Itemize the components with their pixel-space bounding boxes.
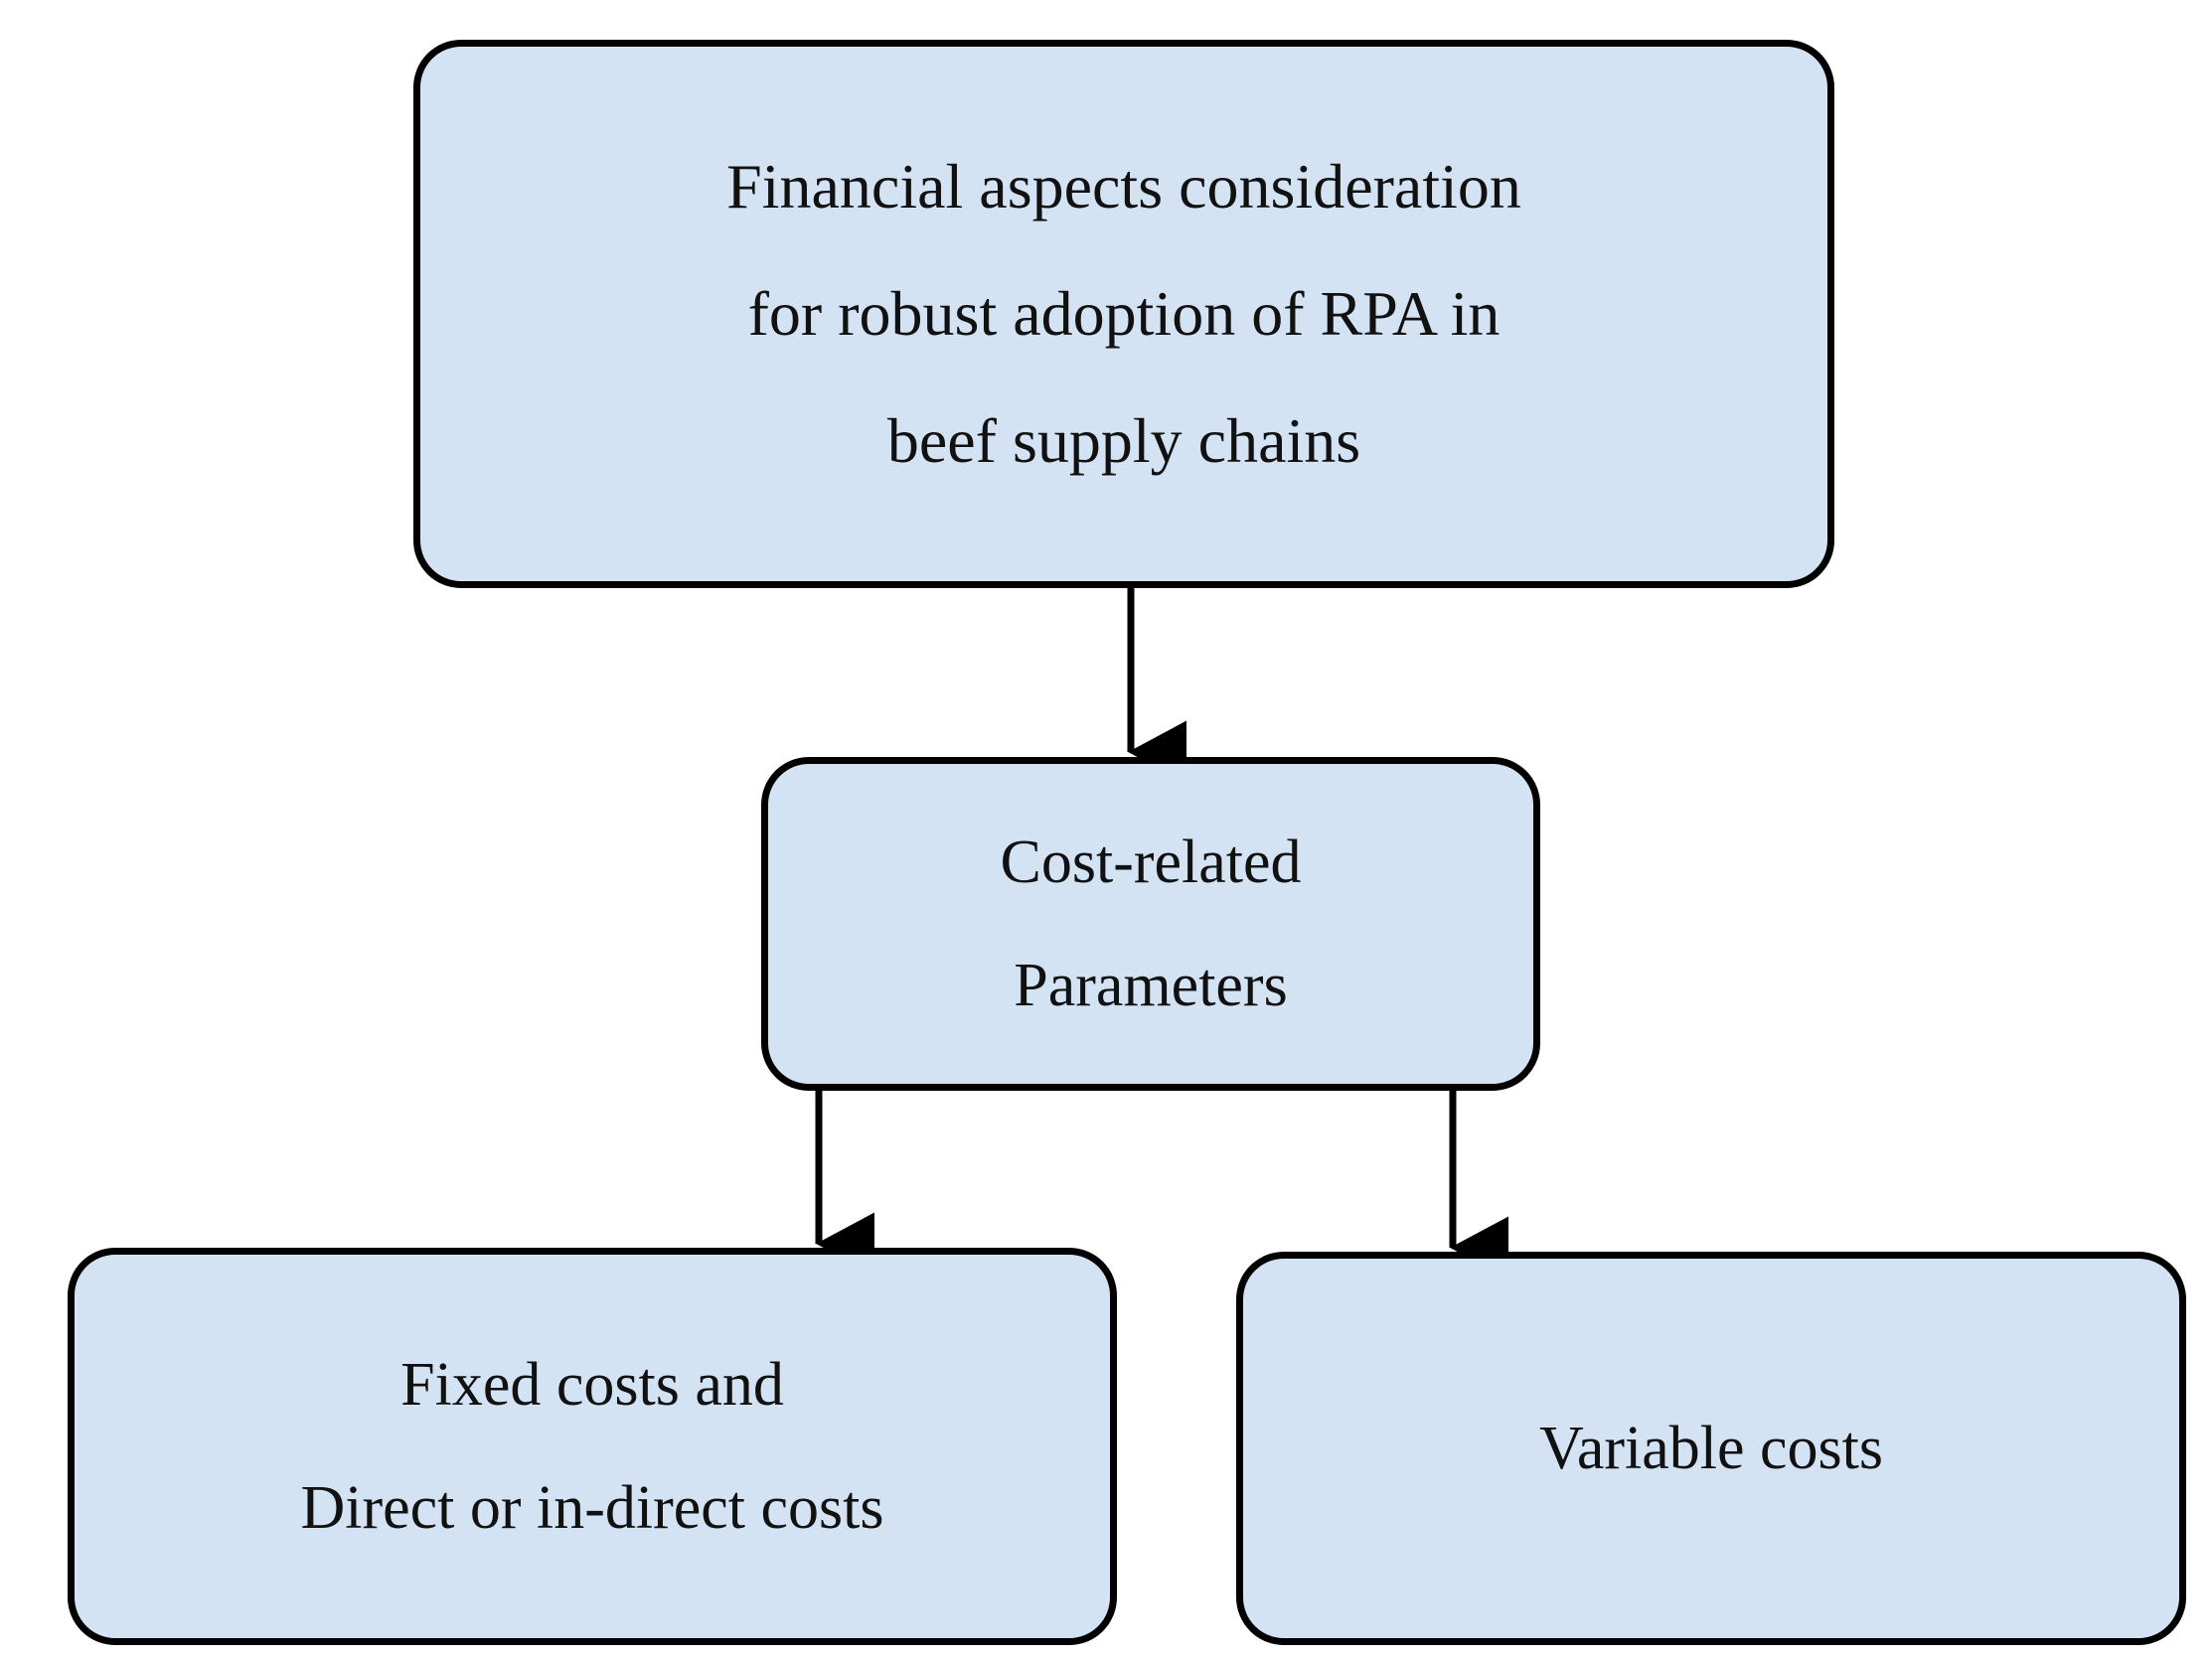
node-fixed-costs-line-2: Direct or in-direct costs xyxy=(300,1474,884,1542)
node-cost-parameters-line-1: Cost-related xyxy=(1000,829,1302,896)
node-cost-parameters[interactable]: Cost-related Parameters xyxy=(761,757,1540,1091)
node-cost-parameters-line-2: Parameters xyxy=(1014,952,1288,1019)
node-root-topic-line-3: beef supply chains xyxy=(886,405,1361,476)
node-root-topic[interactable]: Financial aspects consideration for robu… xyxy=(413,40,1834,588)
node-fixed-costs-line-1: Fixed costs and xyxy=(400,1351,784,1419)
node-variable-costs-line-1: Variable costs xyxy=(1538,1414,1884,1482)
node-fixed-costs[interactable]: Fixed costs and Direct or in-direct cost… xyxy=(68,1248,1117,1645)
node-root-topic-line-2: for robust adoption of RPA in xyxy=(747,278,1501,349)
node-variable-costs[interactable]: Variable costs xyxy=(1236,1252,2186,1645)
node-root-topic-line-1: Financial aspects consideration xyxy=(726,151,1521,222)
